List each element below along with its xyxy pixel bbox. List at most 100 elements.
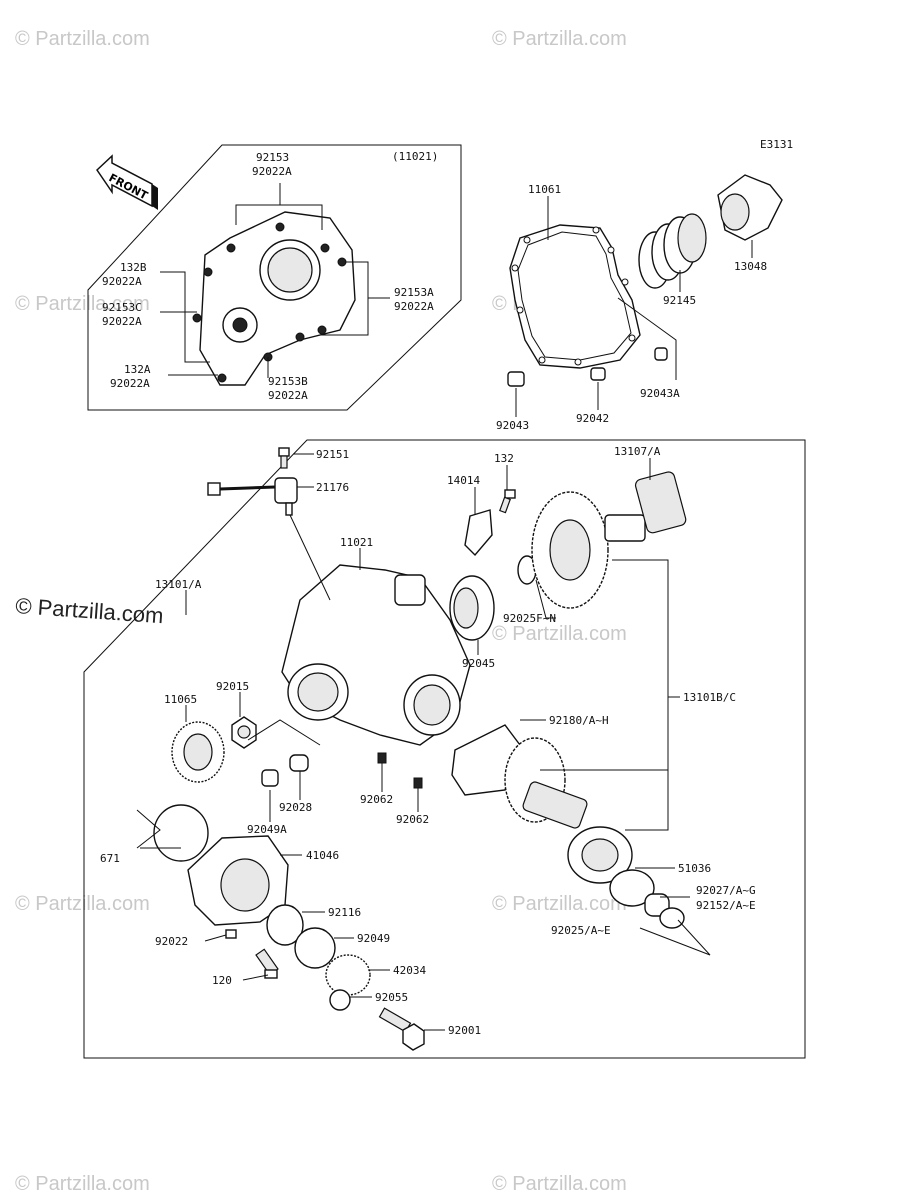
leader <box>235 204 323 230</box>
part-label: 92042 <box>576 412 609 425</box>
leader <box>204 934 227 942</box>
part-label: 92022A <box>394 300 434 313</box>
watermark: © Partzilla.com <box>492 28 627 50</box>
part-label: 21176 <box>316 481 349 494</box>
part-label: 92153 <box>256 151 289 164</box>
part-label: 14014 <box>447 474 480 487</box>
main-labels: 92151 21176 14014 132 13107/A 11021 1310… <box>100 445 756 1037</box>
part-label: 92022A <box>252 165 292 178</box>
part-label: 92151 <box>316 448 349 461</box>
part-label: 92145 <box>663 294 696 307</box>
spring-92145 <box>638 213 707 289</box>
part-label: 92062 <box>396 813 429 826</box>
seal-92116 <box>266 904 304 946</box>
part-label: 51036 <box>678 862 711 875</box>
part-label: 120 <box>212 974 232 987</box>
part-label: 132 <box>494 452 514 465</box>
part-label: 92015 <box>216 680 249 693</box>
bearing-housing-41046 <box>187 835 289 926</box>
leader <box>136 809 161 849</box>
watermark: © Partzilla.com <box>492 1173 627 1195</box>
part-label: 92028 <box>279 801 312 814</box>
leader <box>612 559 669 831</box>
plug-92062 <box>377 752 387 764</box>
sensor-21176 <box>207 477 298 516</box>
housing-11021 <box>281 564 471 746</box>
washer-92027 <box>609 869 655 907</box>
part-label: 92022A <box>110 377 150 390</box>
part-label: 92153B <box>268 375 308 388</box>
part-label: 11061 <box>528 183 561 196</box>
o-ring-671 <box>153 804 209 862</box>
cover-body <box>199 211 356 386</box>
part-label: 132A <box>124 363 151 376</box>
bearing-92045 <box>449 575 495 641</box>
watermark-main: © Partzilla.com <box>15 593 165 628</box>
ring-gear-13107 <box>531 471 687 609</box>
part-label: 92043A <box>640 387 680 400</box>
part-label: 42034 <box>393 964 426 977</box>
leader <box>289 514 331 601</box>
part-label: 92022A <box>268 389 308 402</box>
watermark: © Partzilla.com <box>15 893 150 915</box>
part-label: 13101B/C <box>683 691 736 704</box>
part-label: 92025/A~E <box>551 924 611 937</box>
watermark: © Partzilla.com <box>492 893 627 915</box>
oil-seal-11065 <box>171 721 225 783</box>
part-label: 92022 <box>155 935 188 948</box>
washer-92049 <box>294 927 336 969</box>
cover-bearing-hub <box>232 317 248 333</box>
inset-ref: (11021) <box>392 150 438 163</box>
watermark: © Partzilla.com <box>15 293 150 315</box>
part-label: 13048 <box>734 260 767 273</box>
part-label: 671 <box>100 852 120 865</box>
bolt-92151 <box>278 447 290 469</box>
part-label: 92025F~N <box>503 612 556 625</box>
gasket-bolt-holes <box>511 226 636 366</box>
housing-boss <box>394 574 426 606</box>
plug-92062 <box>413 777 423 789</box>
part-label: 92043 <box>496 419 529 432</box>
part-label: 41046 <box>306 849 339 862</box>
part-label: 92049A <box>247 823 287 836</box>
part-label: 92022A <box>102 315 142 328</box>
part-label: 92055 <box>375 991 408 1004</box>
part-label: 92062 <box>360 793 393 806</box>
part-label: 92001 <box>448 1024 481 1037</box>
bolt-132 <box>499 489 516 514</box>
front-arrow-icon: FRONT <box>96 154 158 210</box>
gasket-inner <box>517 231 632 361</box>
diagram-code: E3131 <box>760 138 793 151</box>
dowel-pins <box>507 347 668 387</box>
part-label: 92180/A~H <box>549 714 609 727</box>
leader <box>535 579 556 619</box>
nut-92015 <box>231 716 257 749</box>
part-label: 92022A <box>102 275 142 288</box>
watermark: © Partzilla.com <box>492 623 627 645</box>
cover-seal-inner <box>267 247 313 293</box>
part-label: 13107/A <box>614 445 661 458</box>
part-label: 92116 <box>328 906 361 919</box>
bearing-51036 <box>567 826 633 884</box>
inset-border <box>87 144 462 411</box>
bolt-120 <box>255 948 279 979</box>
part-label: 92153C <box>102 301 142 314</box>
shim-92025-A-E <box>659 907 685 929</box>
leader <box>617 297 677 380</box>
part-label: 11021 <box>340 536 373 549</box>
part-label: 92045 <box>462 657 495 670</box>
part-label: 92027/A~G <box>696 884 756 897</box>
collar-92028 <box>289 754 309 772</box>
leader <box>242 974 269 981</box>
leader <box>160 271 210 363</box>
watermark: © Partzilla.com <box>15 28 150 50</box>
part-label: 92152/A~E <box>696 899 756 912</box>
dowel-92043A <box>654 347 668 361</box>
part-label: 132B <box>120 261 147 274</box>
bearing-42034 <box>325 954 371 996</box>
washer-92022 <box>225 929 237 939</box>
housing-bore-inner <box>297 672 339 712</box>
part-label: 13101/A <box>155 578 202 591</box>
dowel-92042 <box>590 367 606 381</box>
main-leaders <box>136 453 711 1031</box>
